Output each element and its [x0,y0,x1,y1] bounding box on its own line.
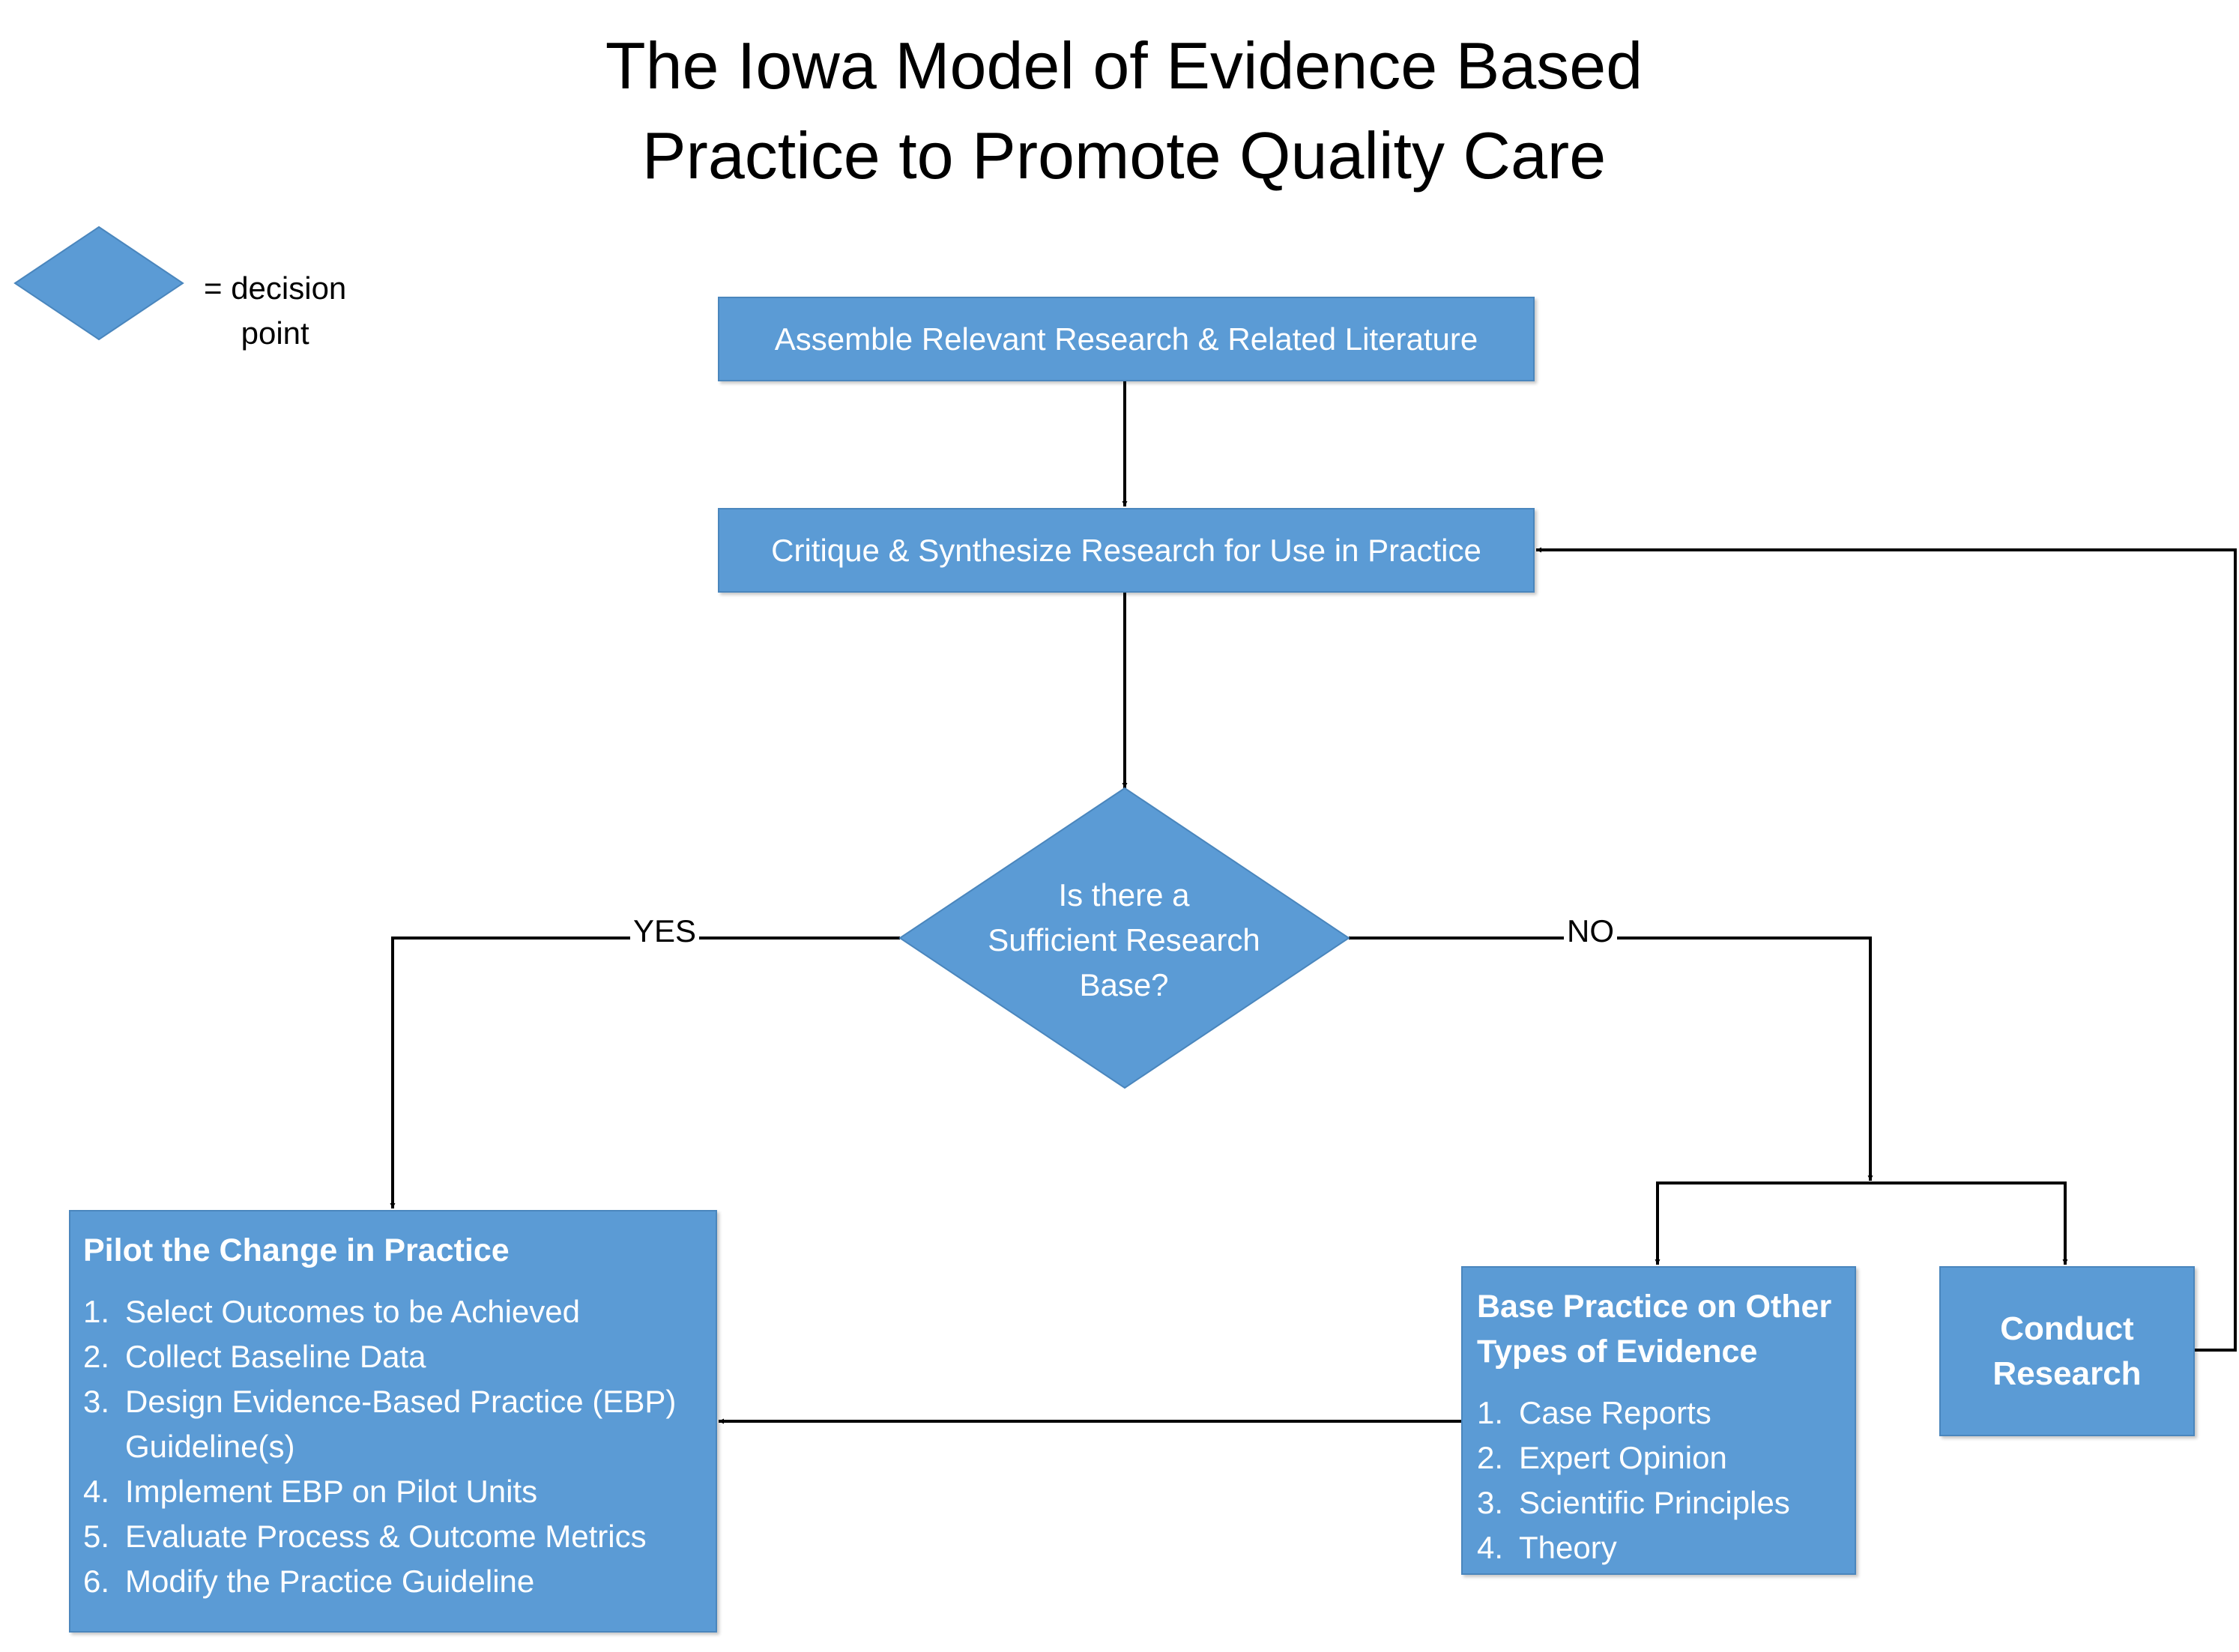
pilot-steps-list: 1.Select Outcomes to be Achieved 2.Colle… [83,1289,702,1604]
branch-connector [1656,1181,2067,1265]
conduct-research-line-1: Conduct [2000,1310,2134,1347]
legend-label: = decision point [204,266,346,356]
decision-diamond [898,787,1350,1089]
list-item: 2.Expert Opinion [1477,1440,1727,1475]
critique-synthesize-label: Critique & Synthesize Research for Use i… [771,532,1481,568]
assemble-research-label: Assemble Relevant Research & Related Lit… [774,321,1478,357]
other-evidence-heading-line-1: Base Practice on Other [1477,1289,1832,1325]
other-evidence-box: Base Practice on Other Types of Evidence… [1461,1266,1856,1575]
decision-question: Is there a Sufficient Research Base? [899,873,1349,1008]
list-item: 4.Theory [1477,1530,1617,1565]
critique-synthesize-box: Critique & Synthesize Research for Use i… [718,508,1535,593]
arrow-no-to-branch [1349,937,1873,1181]
list-item: 3.Scientific Principles [1477,1485,1790,1520]
other-evidence-list: 1.Case Reports 2.Expert Opinion 3.Scient… [1477,1391,1841,1570]
no-branch-label: NO [1564,915,1617,948]
list-item: 3.Design Evidence-Based Practice (EBP) G… [83,1384,677,1464]
other-evidence-heading: Base Practice on Other Types of Evidence [1477,1284,1841,1374]
title-line-2: Practice to Promote Quality Care [641,118,1607,193]
list-item: 6.Modify the Practice Guideline [83,1564,535,1599]
arrow-yes-to-pilot [390,937,900,1208]
legend-line-1: = decision [204,270,347,306]
conduct-research-line-2: Research [1992,1355,2142,1392]
yes-branch-label: YES [630,915,700,948]
conduct-research-box: Conduct Research [1939,1266,2195,1436]
pilot-change-box: Pilot the Change in Practice 1.Select Ou… [69,1210,717,1633]
assemble-research-box: Assemble Relevant Research & Related Lit… [718,297,1535,381]
legend-line-2: point [241,315,309,351]
title-line-1: The Iowa Model of Evidence Based [605,28,1643,103]
decision-line-1: Is there a [1058,877,1190,913]
other-evidence-heading-line-2: Types of Evidence [1477,1334,1758,1370]
list-item: 4.Implement EBP on Pilot Units [83,1474,538,1509]
arrow-conduct-to-critique [1536,547,2237,1352]
page-title: The Iowa Model of Evidence Based Practic… [0,21,2239,201]
list-item: 1.Case Reports [1477,1395,1711,1430]
pilot-change-heading: Pilot the Change in Practice [83,1232,510,1268]
list-item: 2.Collect Baseline Data [83,1339,426,1374]
decision-line-3: Base? [1079,967,1169,1002]
list-item: 5.Evaluate Process & Outcome Metrics [83,1519,647,1554]
conduct-research-label: Conduct Research [1992,1307,2141,1397]
decision-line-2: Sufficient Research [988,922,1260,957]
legend-decision-diamond [13,226,184,341]
list-item: 1.Select Outcomes to be Achieved [83,1294,581,1329]
